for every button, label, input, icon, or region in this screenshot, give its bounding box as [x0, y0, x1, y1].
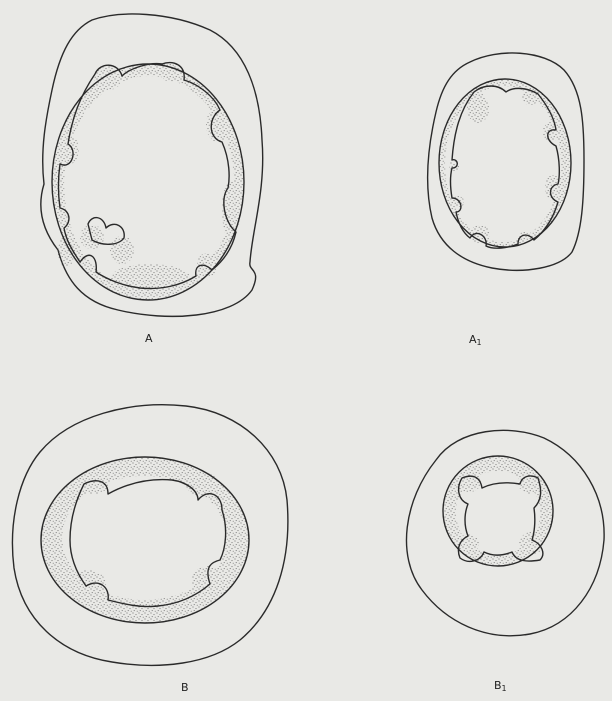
- panel-b1-label: B1: [494, 680, 507, 691]
- panel-b-label: B: [181, 682, 189, 693]
- panel-a1-label: A1: [469, 334, 482, 345]
- panel-a-label: A: [145, 333, 153, 344]
